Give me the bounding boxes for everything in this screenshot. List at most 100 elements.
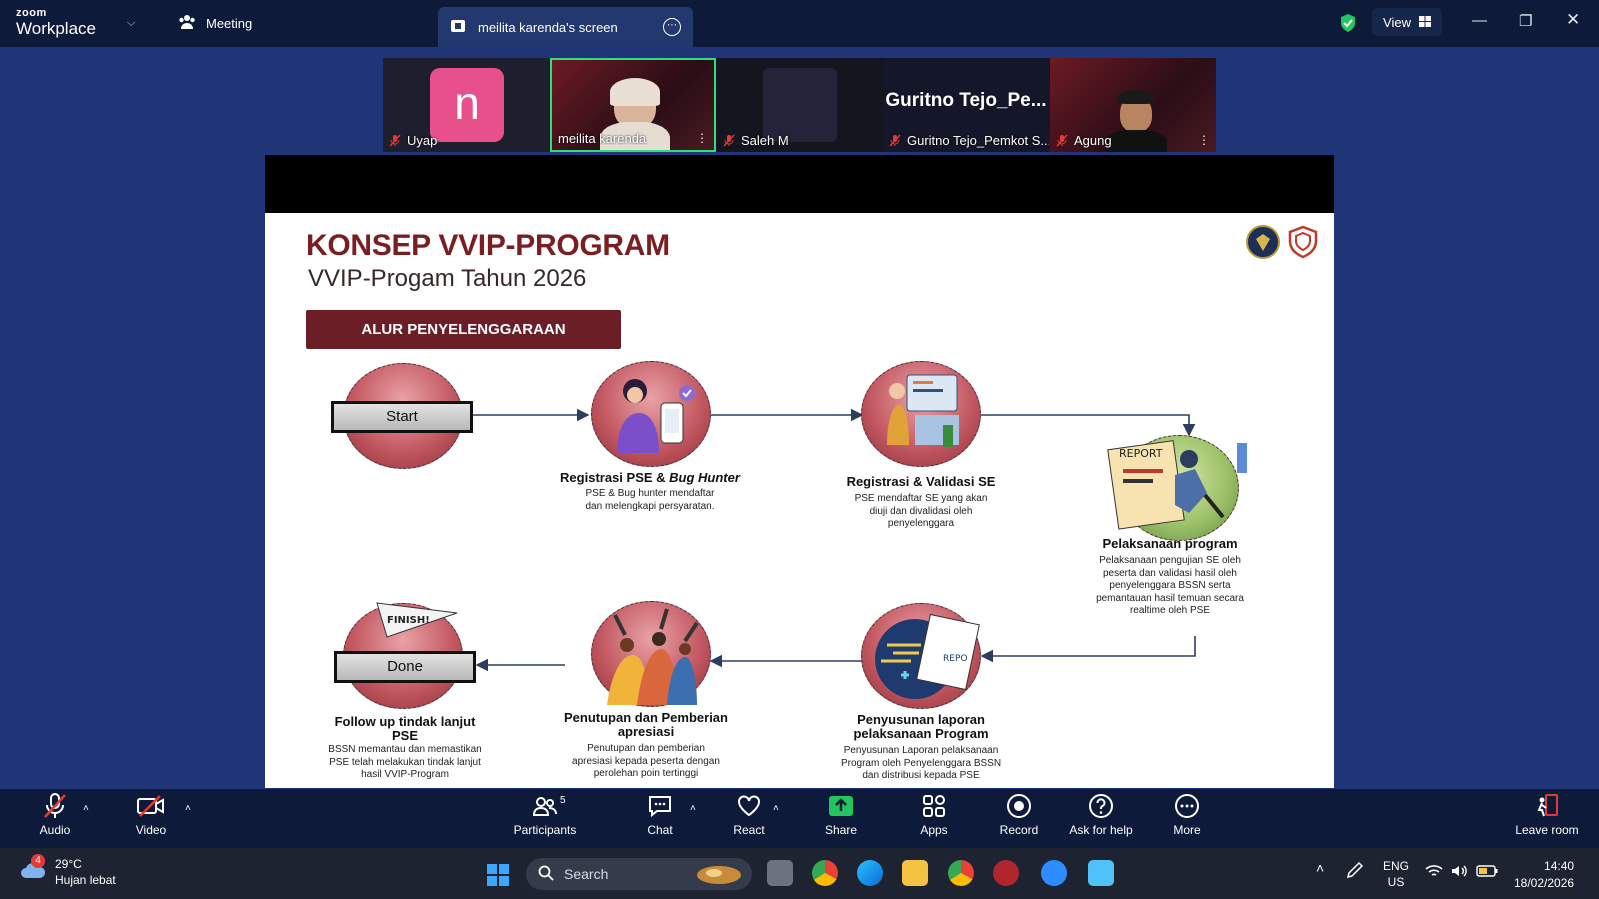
weather-alert-badge: 4 bbox=[31, 853, 45, 868]
encryption-shield-icon[interactable] bbox=[1339, 13, 1357, 38]
participant-body bbox=[600, 122, 670, 150]
done-label: Done bbox=[334, 651, 476, 683]
search-icon bbox=[538, 865, 554, 884]
participant-tile-guritno[interactable]: Guritno Tejo_Pe... Guritno Tejo_Pemkot S… bbox=[883, 58, 1049, 152]
chrome-profile-icon[interactable] bbox=[812, 860, 838, 886]
slide-logos bbox=[1246, 225, 1320, 259]
participants-icon: 5 bbox=[532, 789, 566, 823]
grid-view-icon bbox=[1418, 15, 1431, 30]
tile-menu-icon[interactable]: ⋮ bbox=[696, 131, 708, 145]
bssn-emblem-icon bbox=[1246, 225, 1280, 259]
logo-zoom-text: zoom bbox=[16, 7, 47, 19]
participant-tile-agung[interactable]: Agung ⋮ bbox=[1050, 58, 1216, 152]
record-button[interactable]: Record bbox=[996, 789, 1042, 848]
participant-tile-meilita[interactable]: meilita karenda ⋮ bbox=[550, 58, 716, 152]
zoom-app-icon[interactable] bbox=[1041, 860, 1067, 886]
weather-cloud-icon: 4 bbox=[19, 853, 47, 887]
show-hidden-icons-chevron-icon[interactable]: ˄ bbox=[1316, 860, 1325, 876]
registration-illustration bbox=[617, 379, 695, 453]
close-icon[interactable]: ✕ bbox=[1566, 10, 1581, 29]
meeting-toolbar: Audio ˄ Video ˄ 5 Participants Chat ˄ Re… bbox=[0, 789, 1599, 848]
pen-input-icon[interactable] bbox=[1346, 861, 1366, 882]
temperature: 29°C bbox=[55, 857, 82, 871]
audio-button[interactable]: Audio bbox=[30, 789, 80, 848]
shield-logo-icon bbox=[1288, 225, 1318, 259]
participant-name: Guritno Tejo_Pemkot S... bbox=[889, 133, 1049, 148]
record-icon bbox=[1006, 789, 1032, 823]
video-off-icon bbox=[136, 789, 166, 823]
leave-room-icon bbox=[1534, 789, 1560, 823]
svg-text:REPO: REPO bbox=[943, 654, 967, 664]
validation-illustration bbox=[887, 374, 959, 447]
chat-button[interactable]: Chat bbox=[642, 789, 678, 848]
apps-button[interactable]: Apps bbox=[915, 789, 953, 848]
participant-body bbox=[1105, 130, 1167, 152]
share-screen-icon bbox=[828, 789, 854, 823]
react-button[interactable]: React bbox=[730, 789, 768, 848]
audio-options-chevron-icon[interactable]: ˄ bbox=[83, 803, 89, 814]
mic-muted-icon bbox=[42, 789, 68, 823]
edge-browser-icon[interactable] bbox=[857, 860, 883, 886]
participants-group-icon bbox=[178, 14, 196, 33]
more-button[interactable]: More bbox=[1168, 789, 1206, 848]
heart-icon bbox=[736, 789, 762, 823]
participants-count: 5 bbox=[560, 795, 566, 806]
meeting-label: Meeting bbox=[206, 16, 253, 31]
windows-start-icon[interactable] bbox=[486, 863, 510, 892]
meeting-button[interactable]: Meeting bbox=[178, 14, 252, 33]
file-explorer-icon[interactable] bbox=[902, 860, 928, 886]
participant-name: meilita karenda bbox=[558, 131, 647, 146]
zoom-top-bar: zoom Workplace ⌵ Meeting meilita karenda… bbox=[0, 0, 1599, 47]
clock-time: 14:40 bbox=[1544, 859, 1575, 873]
slide-title: KONSEP VVIP-PROGRAM bbox=[306, 229, 670, 262]
minimize-icon[interactable]: — bbox=[1472, 12, 1487, 29]
leave-room-button[interactable]: Leave room bbox=[1511, 789, 1583, 848]
shared-screen-tab[interactable]: meilita karenda's screen ⋯ bbox=[438, 7, 693, 47]
wifi-icon[interactable] bbox=[1425, 864, 1443, 881]
chat-options-chevron-icon[interactable]: ˄ bbox=[690, 803, 696, 814]
taskbar-search-box[interactable]: Search bbox=[526, 858, 752, 890]
step-2-title: Registrasi & Validasi SE bbox=[846, 474, 996, 489]
tile-menu-icon[interactable]: ⋮ bbox=[1198, 133, 1210, 147]
step-3-title: Pelaksanaan program bbox=[1102, 536, 1238, 551]
restore-icon[interactable]: ❐ bbox=[1519, 13, 1533, 30]
input-language[interactable]: ENG US bbox=[1383, 859, 1410, 889]
chevron-down-icon[interactable]: ⌵ bbox=[127, 17, 136, 29]
react-options-chevron-icon[interactable]: ˄ bbox=[773, 803, 779, 814]
view-button[interactable]: View bbox=[1372, 8, 1442, 36]
participant-tile-saleh[interactable]: Saleh M bbox=[717, 58, 883, 152]
ask-for-help-button[interactable]: Ask for help bbox=[1066, 789, 1136, 848]
participant-name: Saleh M bbox=[723, 133, 789, 148]
volume-icon[interactable] bbox=[1450, 864, 1468, 881]
chrome-browser-icon[interactable] bbox=[948, 860, 974, 886]
celebration-illustration bbox=[607, 608, 699, 705]
search-placeholder: Search bbox=[564, 866, 609, 882]
screen-share-icon bbox=[450, 18, 466, 37]
clock-date: 18/02/2026 bbox=[1514, 876, 1575, 890]
share-button[interactable]: Share bbox=[822, 789, 860, 848]
video-thumbnail-strip: n Uyap meilita karenda ⋮ Saleh M Guritno… bbox=[383, 58, 1216, 152]
battery-icon[interactable] bbox=[1476, 865, 1498, 880]
participant-tile-uyap[interactable]: n Uyap bbox=[383, 58, 549, 152]
system-clock[interactable]: 14:40 18/02/2026 bbox=[1514, 858, 1574, 892]
notepad-icon[interactable] bbox=[1088, 860, 1114, 886]
windows-taskbar: 4 29°C Hujan lebat Search ˄ ENG US 14:40… bbox=[0, 848, 1599, 899]
weather-widget[interactable]: 4 29°C Hujan lebat bbox=[19, 853, 116, 888]
task-view-icon[interactable] bbox=[767, 860, 793, 886]
mic-muted-icon bbox=[723, 134, 735, 147]
participants-button[interactable]: 5 Participants bbox=[508, 789, 582, 848]
logo-workplace-text: Workplace bbox=[16, 19, 96, 38]
start-label: Start bbox=[331, 401, 473, 433]
step-1-title: Registrasi PSE & Bug Hunter bbox=[560, 470, 740, 485]
video-options-chevron-icon[interactable]: ˄ bbox=[185, 803, 191, 814]
shared-screen-letterbox bbox=[265, 155, 1334, 213]
more-icon bbox=[1174, 789, 1200, 823]
search-highlight-icon bbox=[694, 861, 744, 888]
red-app-icon[interactable] bbox=[993, 860, 1019, 886]
video-button[interactable]: Video bbox=[126, 789, 176, 848]
more-options-icon[interactable]: ⋯ bbox=[663, 18, 681, 36]
